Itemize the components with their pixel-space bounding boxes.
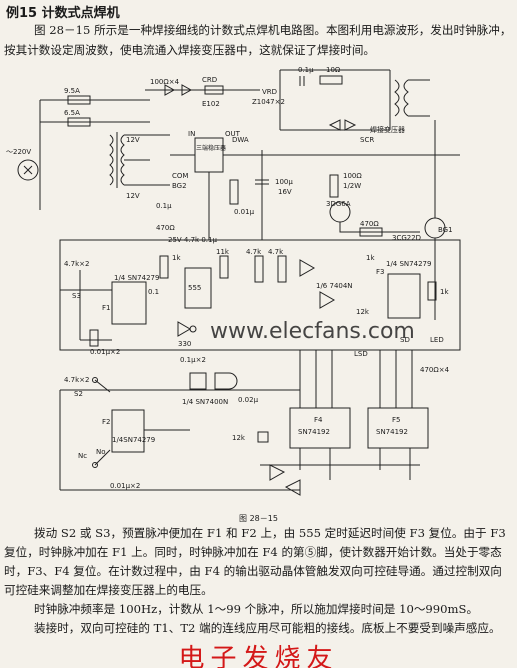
label-r12kb: 12k [232, 434, 246, 442]
label-r470b: 470Ω [360, 220, 379, 228]
watermark: www.elecfans.com [210, 319, 415, 344]
label-f5-ic: SN74192 [376, 428, 408, 436]
body-paragraph: 拨动 S2 或 S3，预置脉冲便加在 F1 和 F2 上，由 555 定时延迟时… [4, 526, 506, 597]
figure-caption: 图 28－15 [239, 514, 278, 523]
label-f4-ic: SN74192 [298, 428, 330, 436]
label-fuse1: 9.5A [64, 87, 80, 95]
label-r11k: 11k [216, 248, 230, 256]
label-fuse2: 6.5A [64, 109, 80, 117]
label-sd: SD [400, 336, 410, 344]
label-ic5: 1/4 SN7400N [182, 398, 228, 406]
circuit-schematic: 9.5A 6.5A 100Ω×4 CRD E102 0.1μ 10Ω VRD Z… [6, 66, 461, 496]
label-q3dg: 3DG6A [326, 200, 351, 208]
label-c01x2b: 0.01μ×2 [110, 482, 140, 490]
label-ic2: 1/4SN74279 [112, 436, 155, 444]
label-c01x2a: 0.01μ×2 [90, 348, 120, 356]
label-cnt: 1/6 7404N [316, 282, 353, 290]
label-r10: 10Ω [326, 66, 341, 74]
label-scr: SCR [360, 136, 374, 144]
label-r100: 100Ω [343, 172, 362, 180]
label-pin-in: IN [188, 130, 195, 138]
body-text: 拨动 S2 或 S3，预置脉冲便加在 F1 和 F2 上，由 555 定时延迟时… [4, 524, 512, 638]
footer-brand: 电子发烧友 [178, 644, 339, 668]
label-r47k2a: 4.7k×2 [64, 260, 90, 268]
label-no: No [96, 448, 106, 456]
label-pin-com: COM [172, 172, 188, 180]
label-supply: 25V 4.7k 0.1μ [168, 236, 217, 244]
label-12v-a: 12V [126, 136, 140, 144]
example-heading: 例15 计数式点焊机 [6, 6, 120, 21]
label-r47ka: 4.7k [246, 248, 262, 256]
label-c100u: 100μ [275, 178, 293, 186]
label-f3: F3 [376, 268, 384, 276]
label-mains: ～220V [6, 148, 31, 156]
label-c01a: 0.1μ [156, 202, 172, 210]
label-r470x4: 470Ω×4 [420, 366, 450, 374]
label-c16v: 16V [278, 188, 292, 196]
label-s3: S3 [72, 292, 81, 300]
label-r-top: 100Ω×4 [150, 78, 180, 86]
label-r1k2: 1k [366, 254, 375, 262]
label-f4: F4 [314, 416, 323, 424]
label-c022: 0.02μ [238, 396, 259, 404]
body-paragraph: 时钟脉冲频率是 100Hz，计数从 1～99 个脉冲，所以施加焊接时间是 10～… [34, 602, 479, 616]
label-nc: Nc [78, 452, 87, 460]
label-ic1: 1/4 SN74279 [114, 274, 159, 282]
label-crd: CRD [202, 76, 217, 84]
label-f1: F1 [102, 304, 110, 312]
label-r47k2b: 4.7k×2 [64, 376, 90, 384]
label-pin-out: OUT [225, 130, 241, 138]
label-bg2: BG2 [172, 182, 187, 190]
label-bg1: BG1 [438, 226, 453, 234]
label-ic555: 555 [188, 284, 201, 292]
label-q3cg: 3CG22D [392, 234, 421, 242]
label-r47kb: 4.7k [268, 248, 284, 256]
body-paragraph: 装接时，双向可控硅的 T1、T2 端的连线应用尽可能粗的接线。底板上不要受到噪声… [34, 621, 501, 635]
label-r330: 330 [178, 340, 191, 348]
label-welding-transformer: 焊接变压器 [370, 125, 405, 134]
label-f5: F5 [392, 416, 400, 424]
label-r12k: 12k [356, 308, 370, 316]
label-dwa: DWA [232, 136, 249, 144]
label-lsd: LSD [354, 350, 368, 358]
label-ic4: 1/4 SN74279 [386, 260, 431, 268]
label-r1k: 1k [172, 254, 181, 262]
label-c01b2: 0.1μ×2 [180, 356, 206, 364]
intro-paragraph: 图 28－15 所示是一种焊接细线的计数式点焊机电路图。本图利用电源波形，发出时… [4, 23, 512, 57]
label-f2: F2 [102, 418, 110, 426]
label-crd-part: E102 [202, 100, 220, 108]
label-r470a: 470Ω [156, 224, 175, 232]
label-r1k3: 1k [440, 288, 449, 296]
label-r12w: 1/2W [343, 182, 361, 190]
label-c001: 0.01μ [234, 208, 255, 216]
label-cap-01u: 0.1μ [298, 66, 314, 74]
label-c01b: 0.1 [148, 288, 159, 296]
label-led: LED [430, 336, 444, 344]
label-regulator: 三端稳压器 [196, 144, 226, 152]
label-vrd-part: Z1047×2 [252, 98, 285, 106]
label-12v-b: 12V [126, 192, 140, 200]
label-vrd: VRD [262, 88, 277, 96]
label-s2: S2 [74, 390, 83, 398]
